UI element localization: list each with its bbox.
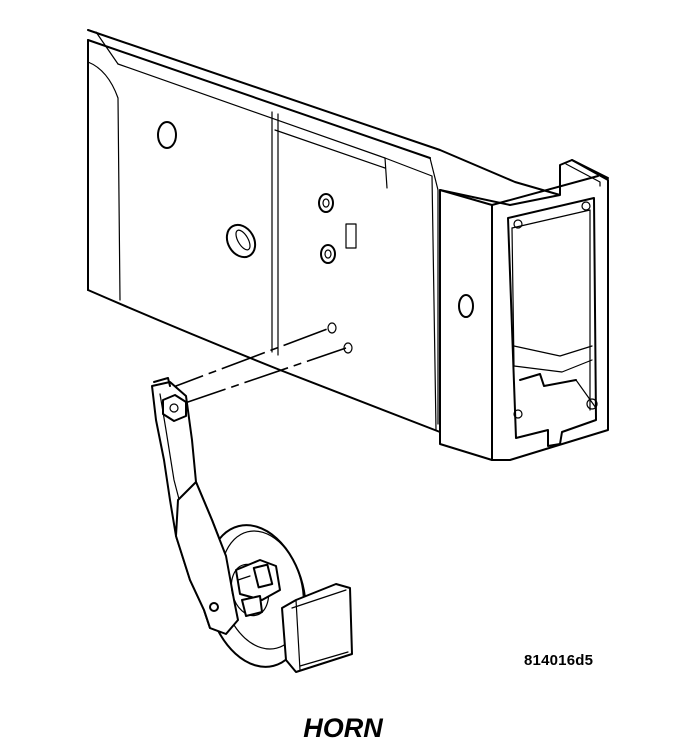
frame-rail	[87, 29, 561, 433]
alignment-lines	[159, 327, 347, 405]
figure-caption: HORN	[303, 713, 383, 743]
rail-holes	[157, 121, 357, 354]
figure-reference-code: 814016d5	[524, 652, 594, 669]
end-bracket	[439, 159, 609, 461]
connector	[235, 559, 281, 617]
